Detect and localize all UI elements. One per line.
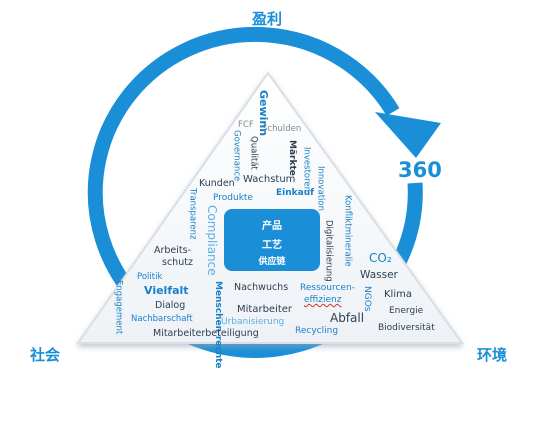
- term-konfliktmineralie: Konfliktmineralie: [342, 195, 353, 267]
- term-transparenz: Transparenz: [187, 188, 198, 240]
- core-box: 产品 工艺 供应链: [224, 209, 320, 271]
- term-ressourceneffizienz-2: effizienz: [304, 295, 342, 305]
- term-urbanisierung: Urbanisierung: [221, 317, 285, 327]
- core-line-1: 产品: [262, 221, 282, 232]
- term-klima: Klima: [384, 289, 412, 300]
- corner-label-left: 社会: [30, 346, 61, 364]
- core-line-3: 供应链: [258, 257, 286, 267]
- term-schulden: Schulden: [262, 124, 302, 134]
- term-wachstum: Wachstum: [243, 174, 296, 185]
- term-investoren: Investoren: [301, 147, 312, 193]
- term-dialog: Dialog: [155, 300, 186, 311]
- term-recycling: Recycling: [295, 326, 339, 336]
- term-energie: Energie: [389, 306, 424, 316]
- term-wasser: Wasser: [360, 269, 398, 281]
- term-governance: Governance: [231, 130, 242, 182]
- term-mitarbeiterbeteiligung: Mitarbeiterbeteiligung: [153, 328, 259, 339]
- term-nachwuchs: Nachwuchs: [234, 282, 289, 293]
- term-menschenrechte: Menschen-rechte: [213, 281, 223, 369]
- term-maerkte: Märkte: [287, 140, 297, 176]
- term-innovation: Innovation: [315, 166, 326, 212]
- term-abfall: Abfall: [330, 311, 365, 325]
- term-produkte: Produkte: [213, 193, 253, 203]
- term-gewinn: Gewinn: [257, 90, 270, 137]
- triangle: [76, 71, 464, 344]
- cycle-arrowhead: [375, 112, 441, 158]
- term-qualitaet: Qualität: [248, 136, 259, 170]
- term-engagement: Engagement: [113, 280, 124, 335]
- corner-label-right: 环境: [477, 346, 508, 364]
- term-vielfalt: Vielfalt: [144, 284, 189, 297]
- term-compliance: Compliance: [205, 205, 219, 276]
- term-arbeitsschutz-1: Arbeits-: [154, 245, 192, 256]
- term-kunden: Kunden: [199, 178, 235, 189]
- term-nachbarschaft: Nachbarschaft: [131, 314, 193, 324]
- term-co2: CO₂: [369, 251, 392, 265]
- term-ngos: NGOs: [362, 286, 372, 312]
- core-line-2: 工艺: [262, 240, 282, 251]
- term-ressourceneffizienz-1: Ressourcen-: [300, 283, 355, 293]
- term-arbeitsschutz-2: schutz: [162, 257, 193, 268]
- corner-label-top: 盈利: [252, 10, 283, 28]
- term-politik: Politik: [137, 272, 163, 282]
- term-fcf: FCF: [238, 120, 254, 130]
- term-mitarbeiter: Mitarbeiter: [237, 304, 293, 315]
- cycle-label: 360: [398, 158, 442, 182]
- term-biodiversitaet: Biodiversität: [378, 323, 435, 333]
- term-digitalisierung: Digitalisierung: [323, 220, 334, 282]
- term-einkauf: Einkauf: [276, 188, 315, 198]
